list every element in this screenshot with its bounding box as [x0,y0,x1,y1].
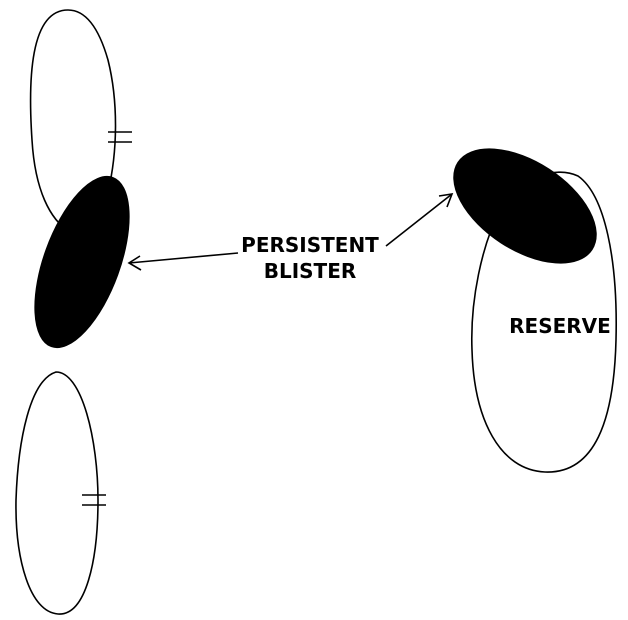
persistent-label: PERSISTENT [241,233,379,257]
arrow-right-shaft [386,194,452,246]
left-blister [16,164,149,359]
lower-left-canopy [16,372,106,614]
arrow-to-left-blister [129,253,238,270]
right-blister [434,126,616,287]
arrow-left-shaft [129,253,238,263]
blister-label: BLISTER [264,259,357,283]
arrow-to-right-blister [386,194,452,246]
reserve-label: RESERVE [509,314,611,338]
lower-left-canopy-outline [16,372,98,614]
